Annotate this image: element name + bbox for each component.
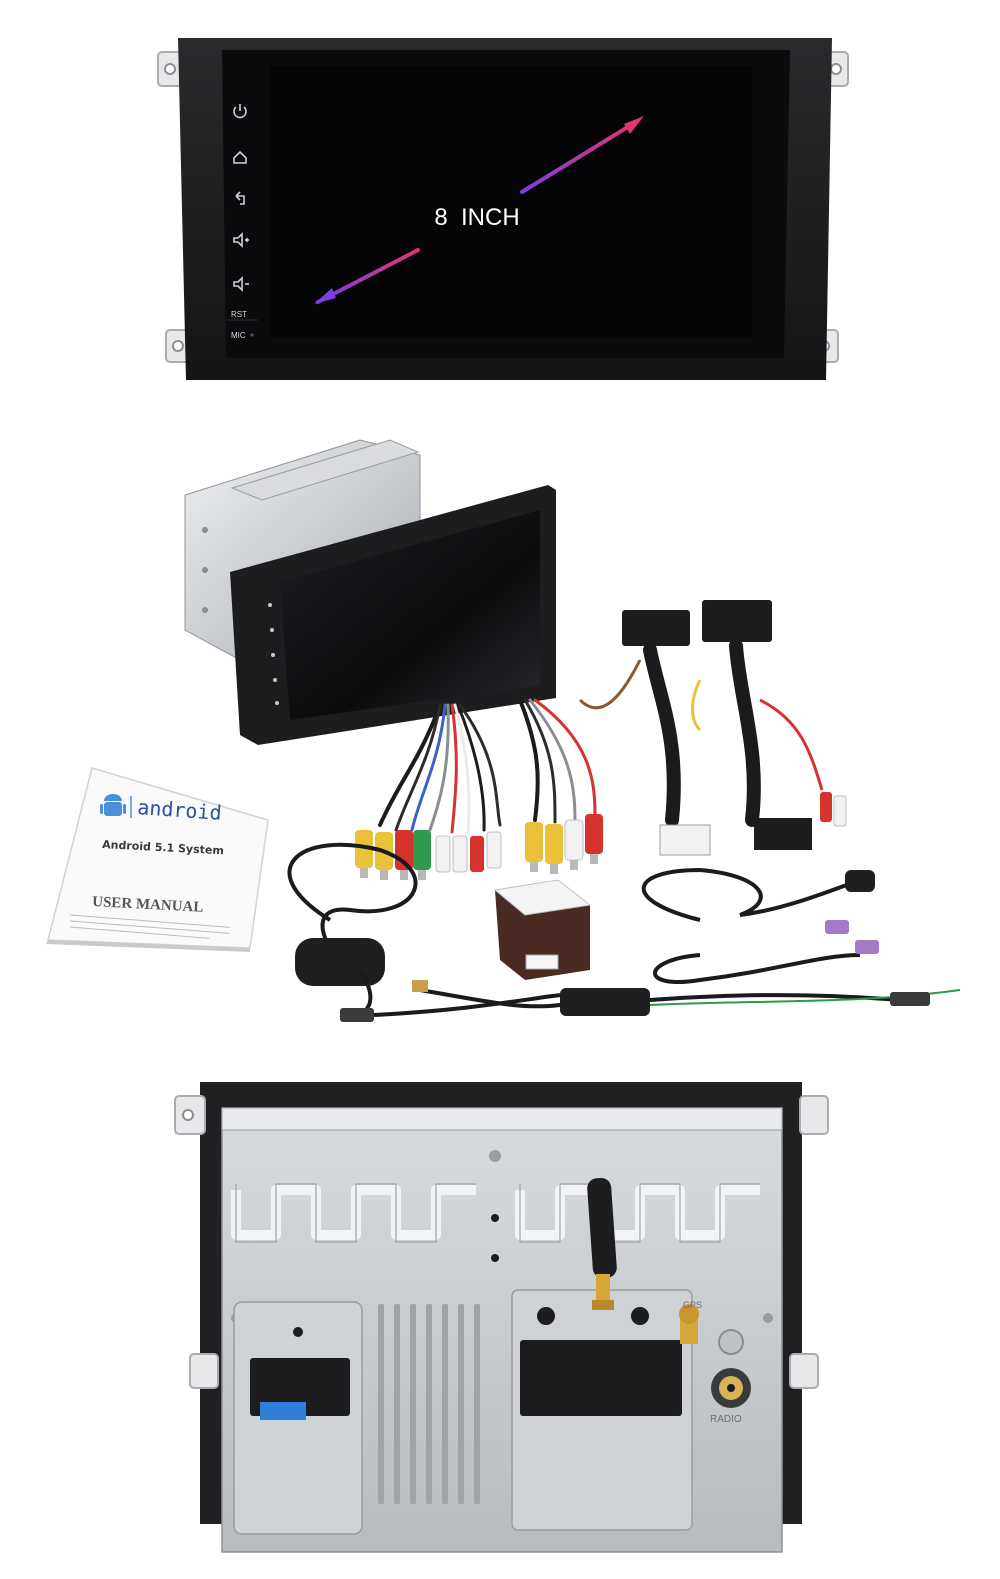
volume-down-icon[interactable] [233, 276, 249, 292]
manual-brand-logo: android [137, 795, 223, 825]
package-contents-panel: android Android 5.1 System USER MANUAL [0, 400, 1000, 1060]
android-robot-icon [100, 794, 126, 816]
rear-mounting-bracket-right [789, 1095, 829, 1389]
rear-mounting-bracket-left [174, 1095, 219, 1389]
mic-label: MIC [231, 331, 246, 340]
rca-plugs-center [525, 814, 603, 874]
manual-title: USER MANUAL [92, 894, 204, 916]
screen-diagonal-arrow [314, 116, 644, 304]
front-view-panel: RST MIC 8 INCH [0, 0, 1000, 400]
mic-hole [250, 333, 254, 337]
gps-antenna [287, 842, 561, 1022]
radio-extension-cables [641, 867, 879, 985]
fuse-blue [260, 1402, 306, 1420]
screen-display [270, 66, 752, 338]
radio-antenna-adapter [412, 980, 961, 1016]
volume-up-icon[interactable] [233, 232, 249, 248]
gps-connector [679, 1304, 699, 1344]
radio-port-label: RADIO [710, 1414, 742, 1425]
vent-slots [378, 1304, 480, 1504]
rca-plugs-left [355, 830, 502, 880]
rst-label: RST [231, 310, 247, 319]
main-power-connector [250, 1327, 350, 1420]
power-icon[interactable] [233, 104, 247, 119]
home-icon[interactable] [233, 150, 247, 164]
front-view-illustration: RST MIC 8 INCH [157, 38, 849, 380]
rear-view-illustration: GPS RADIO [174, 1082, 829, 1553]
package-contents-illustration: android Android 5.1 System USER MANUAL [46, 439, 961, 1022]
multi-pin-connector-block [520, 1340, 682, 1416]
power-can-harness [578, 600, 847, 856]
canbus-decoder-box [493, 879, 592, 980]
kit-head-unit-screen [280, 510, 540, 720]
wifi-antenna [587, 1177, 617, 1310]
back-icon[interactable] [235, 191, 245, 205]
manual-system-label: Android 5.1 System [102, 838, 224, 857]
rear-view-panel: GPS RADIO [0, 1060, 1000, 1579]
user-manual-booklet: android Android 5.1 System USER MANUAL [46, 767, 269, 952]
screen-size-label: 8 INCH [434, 204, 519, 231]
rca-audio-harness-left [378, 703, 502, 834]
rca-audio-harness-center [518, 698, 597, 824]
gps-port-label: GPS [683, 1300, 702, 1310]
radio-antenna-socket [711, 1329, 751, 1408]
head-unit-with-chassis [184, 439, 556, 745]
